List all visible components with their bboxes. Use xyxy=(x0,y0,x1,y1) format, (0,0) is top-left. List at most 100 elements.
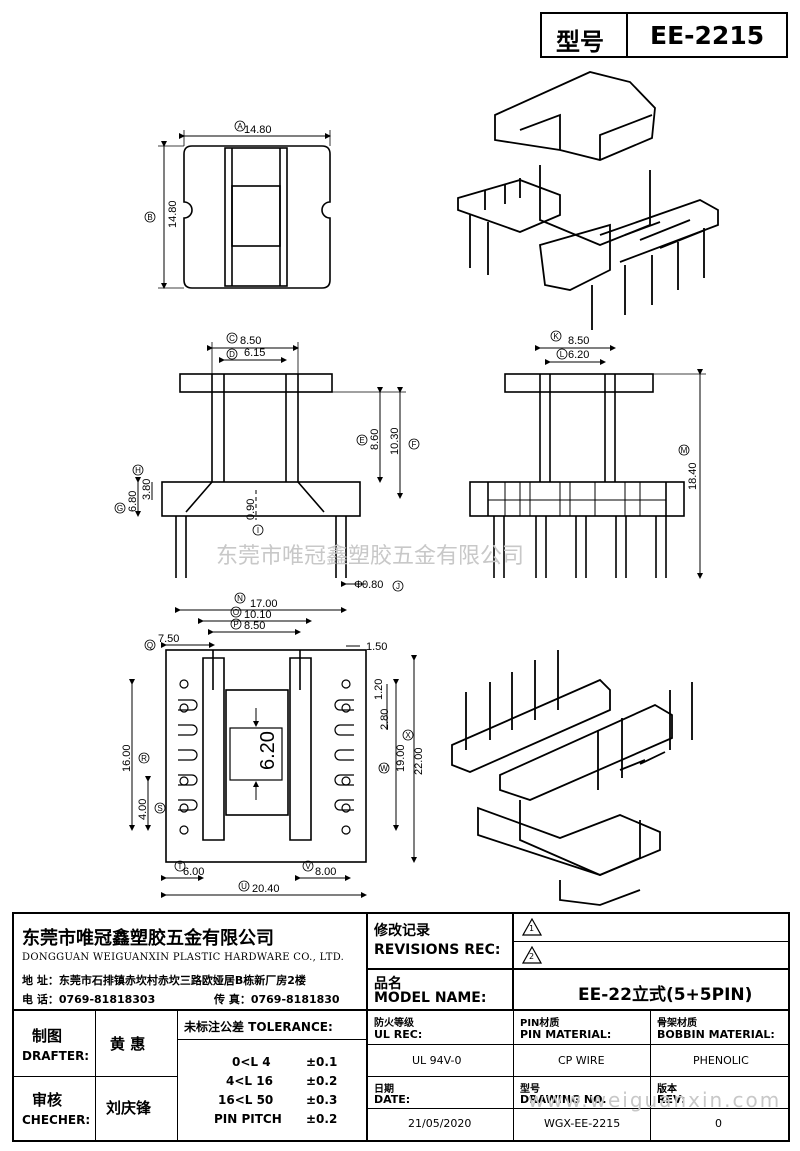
revision-row-2: 2 xyxy=(514,942,788,970)
dim-side-l: 6.20 xyxy=(568,349,589,361)
dim-front-i: 0.90 xyxy=(245,499,257,520)
callout-l: L xyxy=(556,348,568,360)
top-view xyxy=(158,130,331,289)
ul-value: UL 94V-0 xyxy=(368,1045,514,1077)
watermark-company: 东莞市唯冠鑫塑胶五金有限公司 xyxy=(216,544,525,569)
callout-r: R xyxy=(138,752,150,764)
dim-bottom-s: 4.00 xyxy=(137,799,149,820)
tolerance-value-1: ±0.2 xyxy=(306,1074,338,1088)
svg-text:C: C xyxy=(229,334,235,343)
company-name-en: DONGGUAN WEIGUANXIN PLASTIC HARDWARE CO.… xyxy=(22,952,345,963)
svg-text:T: T xyxy=(178,862,183,871)
model-box: 型号 EE-2215 xyxy=(540,12,788,58)
dim-top-b: 14.80 xyxy=(167,200,179,228)
dim-bottom-n: 17.00 xyxy=(250,598,278,610)
callout-d: D xyxy=(226,348,238,360)
pin-material-value: CP WIRE xyxy=(514,1045,651,1077)
svg-text:O: O xyxy=(233,608,239,617)
drafter-label: 制图 DRAFTER: xyxy=(14,1011,96,1077)
svg-text:Q: Q xyxy=(147,641,153,650)
bobbin-material-label: 骨架材质 BOBBIN MATERIAL: xyxy=(651,1011,788,1045)
company-name-cn: 东莞市唯冠鑫塑胶五金有限公司 xyxy=(22,928,274,949)
drawing-no-label: 型号 DRAWING NO. xyxy=(514,1077,651,1109)
isometric-view-top xyxy=(457,71,719,330)
callout-e: E xyxy=(356,434,368,446)
callout-u: U xyxy=(238,880,250,892)
dim-front-g: 6.80 xyxy=(127,491,139,512)
bottom-view xyxy=(129,607,417,898)
triangle-icon xyxy=(522,918,542,936)
model-box-value: EE-2215 xyxy=(650,21,765,50)
dim-bottom-v: 8.00 xyxy=(315,866,336,878)
svg-text:F: F xyxy=(412,440,417,449)
drafter-name: 黄 惠 xyxy=(96,1011,178,1077)
svg-text:A: A xyxy=(237,122,243,131)
callout-v: V xyxy=(302,860,314,872)
dim-side-k: 8.50 xyxy=(568,335,589,347)
callout-w: W xyxy=(378,762,390,774)
svg-text:L: L xyxy=(560,350,565,359)
date-label: 日期 DATE: xyxy=(368,1077,514,1109)
dim-bottom-q: 7.50 xyxy=(158,633,179,645)
dim-bottom-o: 10.10 xyxy=(244,609,272,621)
triangle-icon xyxy=(522,946,542,964)
tolerance-range-0: 0<L 4 xyxy=(232,1055,271,1069)
callout-j: J xyxy=(392,580,404,592)
dim-front-c: 8.50 xyxy=(240,335,261,347)
svg-text:N: N xyxy=(237,594,243,603)
callout-t: T xyxy=(174,860,186,872)
model-name-label: 品名 MODEL NAME: xyxy=(368,970,514,1011)
callout-f: F xyxy=(408,438,420,450)
dim-bottom-r2: 1.20 xyxy=(373,679,385,700)
callout-q: Q xyxy=(144,639,156,651)
watermark-url: www.weiguanxin.com xyxy=(528,1088,782,1112)
tolerance-range-1: 4<L 16 xyxy=(226,1074,273,1088)
company-fax: 传 真：0769-8181830 xyxy=(214,993,340,1006)
dim-bottom-t: 6.00 xyxy=(183,866,204,878)
callout-h: H xyxy=(132,464,144,476)
rev-label: 版本 REV: xyxy=(651,1077,788,1109)
svg-text:E: E xyxy=(359,436,364,445)
dim-bottom-u: 20.40 xyxy=(252,883,280,895)
callout-g: G xyxy=(114,502,126,514)
callout-n: N xyxy=(234,592,246,604)
svg-text:R: R xyxy=(141,754,147,763)
svg-text:V: V xyxy=(305,862,311,871)
dim-front-f: 10.30 xyxy=(389,427,401,455)
svg-text:P: P xyxy=(233,620,238,629)
dim-bottom-r3: 2.80 xyxy=(379,709,391,730)
svg-text:K: K xyxy=(553,332,559,341)
ul-label: 防火等级 UL REC: xyxy=(368,1011,514,1045)
bobbin-material-value: PHENOLIC xyxy=(651,1045,788,1077)
svg-text:J: J xyxy=(396,582,400,591)
title-block: 东莞市唯冠鑫塑胶五金有限公司 DONGGUAN WEIGUANXIN PLAST… xyxy=(12,912,790,1142)
tolerance-value-2: ±0.3 xyxy=(306,1093,338,1107)
svg-text:G: G xyxy=(117,504,123,513)
drawing-no-value: WGX-EE-2215 xyxy=(514,1109,651,1140)
model-box-label: 型号 xyxy=(556,28,604,56)
checker-name: 刘庆锋 xyxy=(96,1077,178,1140)
callout-x: X xyxy=(402,729,414,741)
svg-text:U: U xyxy=(241,882,247,891)
dim-top-a: 14.80 xyxy=(244,124,272,136)
tolerance-value-0: ±0.1 xyxy=(306,1055,338,1069)
callout-k: K xyxy=(550,330,562,342)
callout-s: S xyxy=(154,802,166,814)
side-view xyxy=(469,345,706,579)
svg-text:X: X xyxy=(405,731,411,740)
model-name-value: EE-22立式(5+5PIN) xyxy=(514,970,788,1011)
svg-text:H: H xyxy=(135,466,141,475)
callout-i: I xyxy=(252,524,264,536)
callout-c: C xyxy=(226,332,238,344)
callout-b: B xyxy=(144,211,156,223)
tolerance-value-3: ±0.2 xyxy=(306,1112,338,1126)
revisions-label: 修改记录 REVISIONS REC: xyxy=(368,914,514,970)
dim-bottom-center: 6.20 xyxy=(257,731,279,770)
callout-a: A xyxy=(234,120,246,132)
pin-material-label: PIN材质 PIN MATERIAL: xyxy=(514,1011,651,1045)
company-address: 地 址：东莞市石排镇赤坎村赤坎三路欧娅居B栋新厂房2楼 xyxy=(22,974,306,987)
dim-bottom-x: 22.00 xyxy=(413,747,425,775)
callout-p: P xyxy=(230,618,242,630)
isometric-view-bottom xyxy=(451,650,693,906)
svg-text:W: W xyxy=(380,764,388,773)
